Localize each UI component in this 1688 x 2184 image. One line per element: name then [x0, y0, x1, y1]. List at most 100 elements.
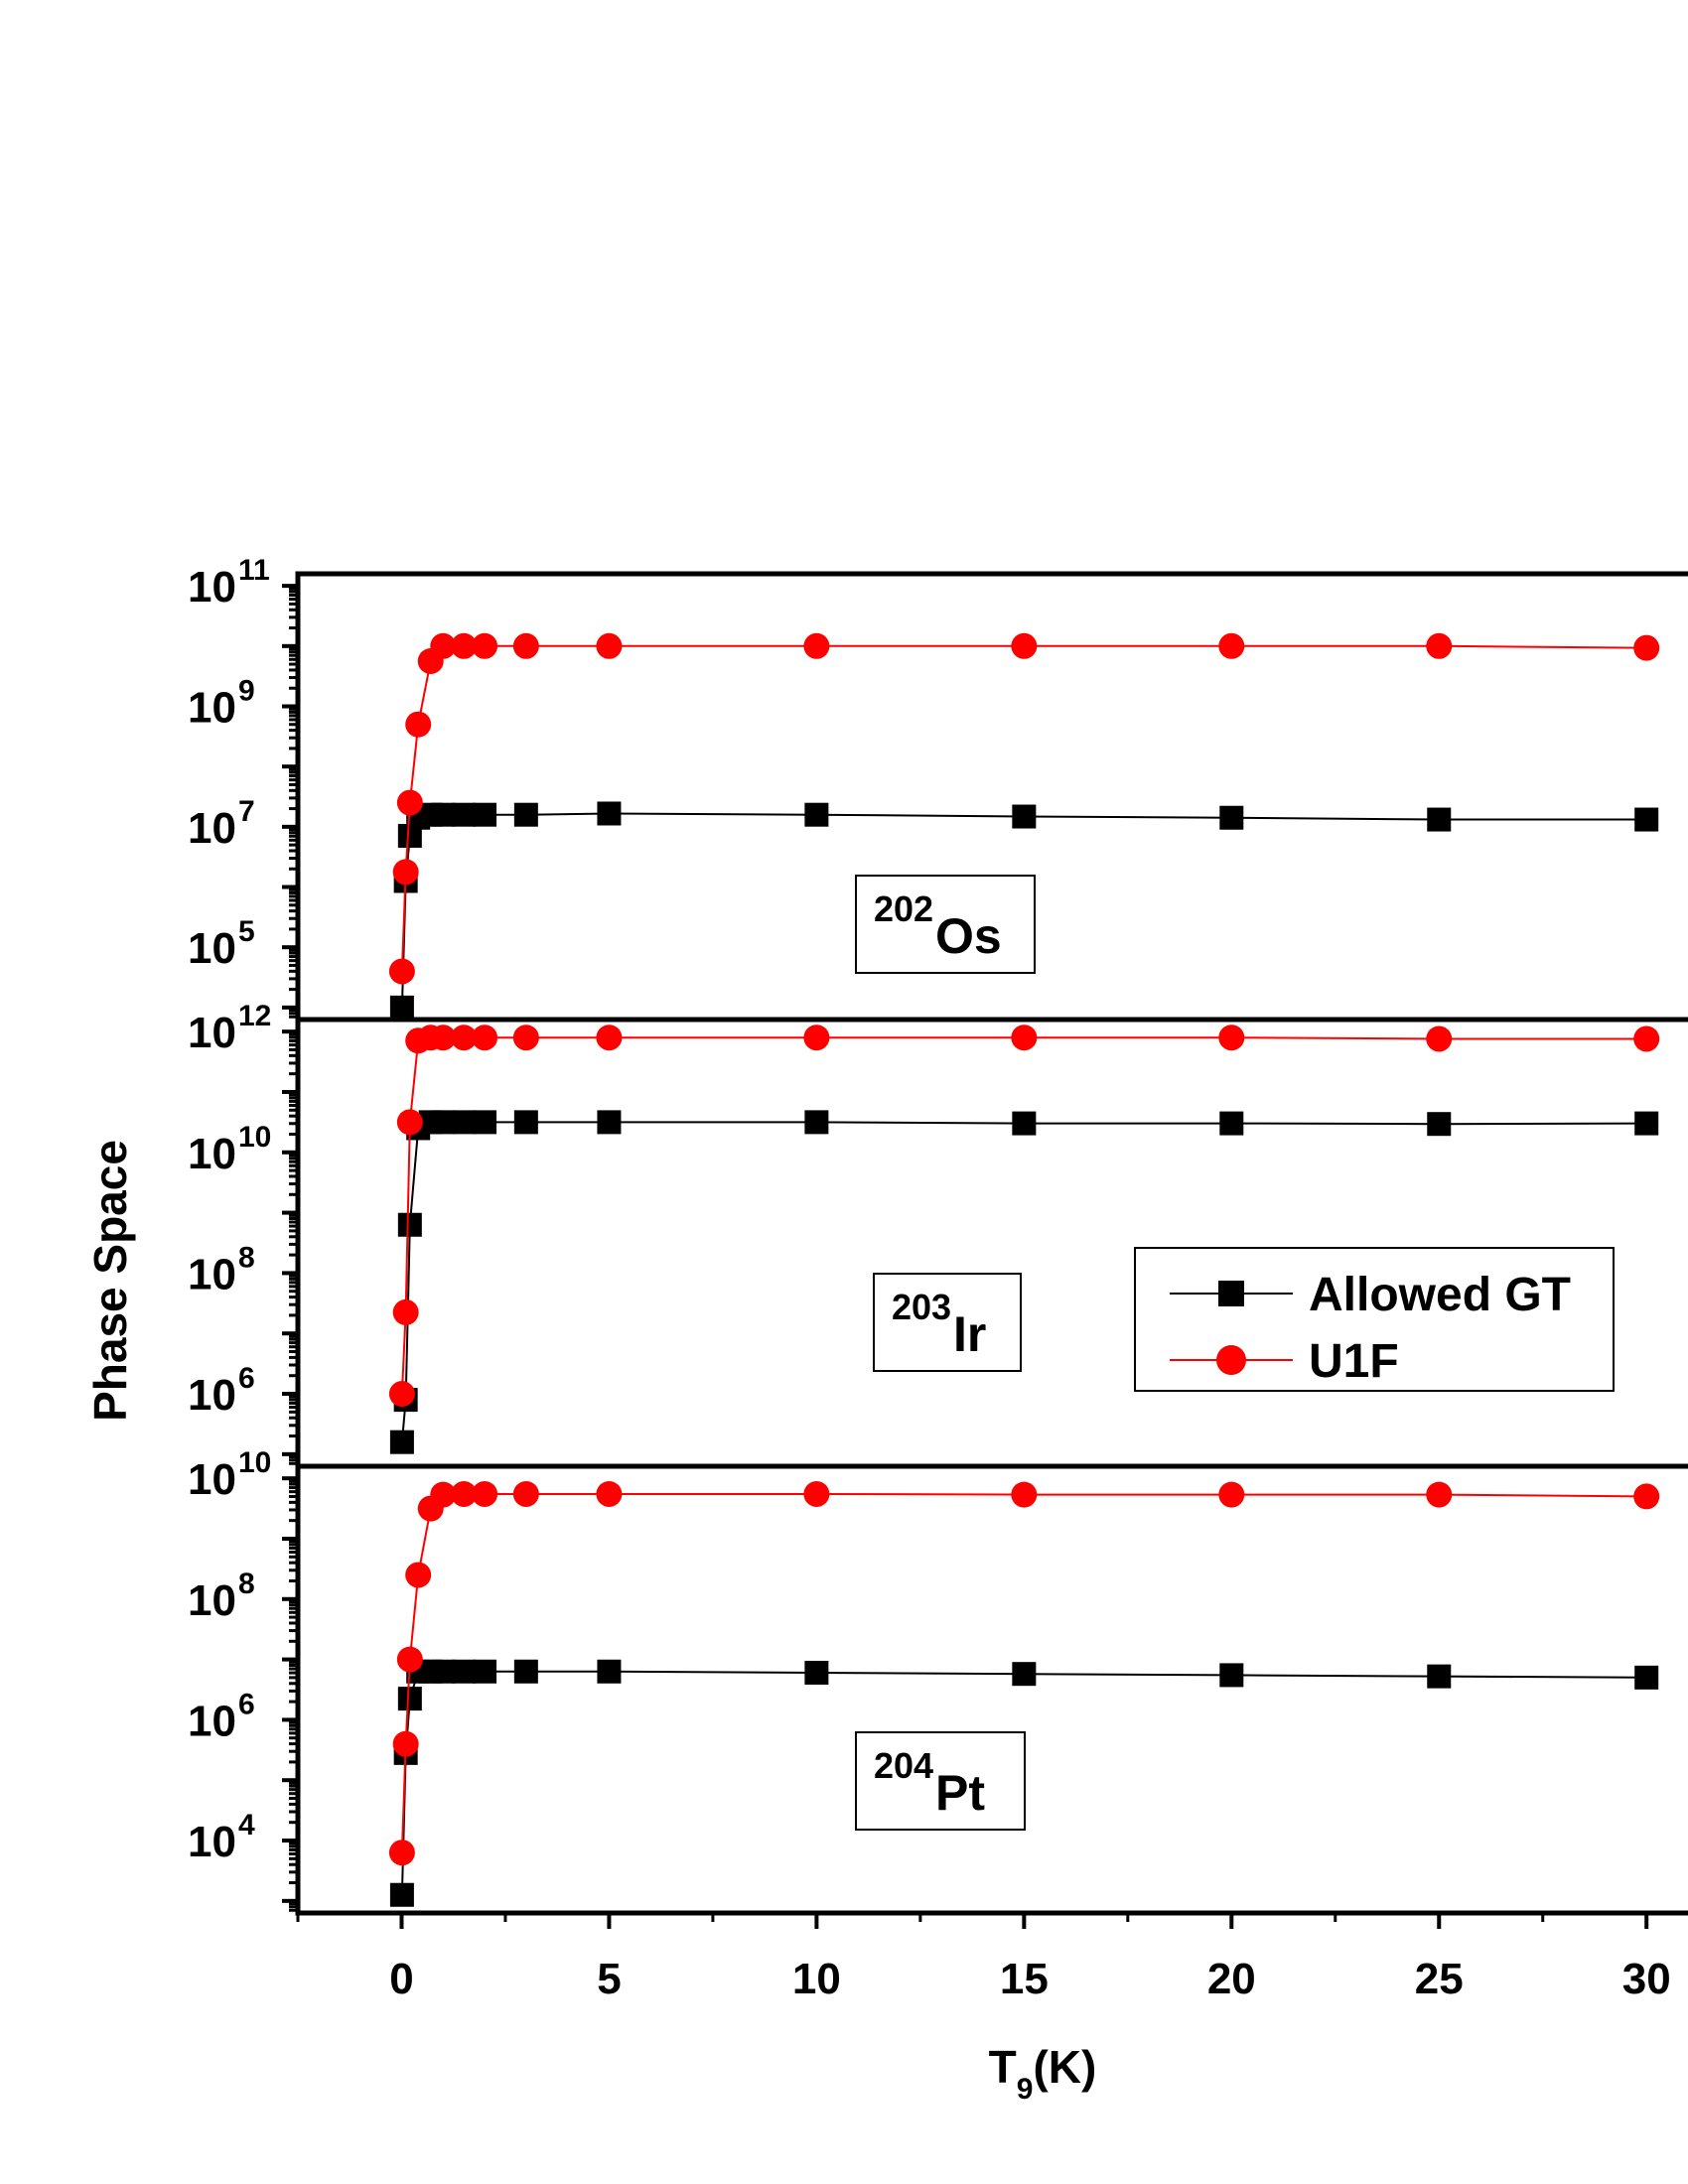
data-point-allowed-gt: [597, 801, 622, 826]
data-point-u1f: [396, 1646, 423, 1673]
data-point-u1f: [472, 632, 498, 659]
y-tick-exponent: 7: [238, 795, 255, 828]
data-point-u1f: [405, 1562, 432, 1588]
data-point-u1f: [472, 1480, 498, 1507]
data-point-u1f: [1218, 632, 1245, 659]
data-point-u1f: [396, 789, 423, 816]
data-point-u1f: [451, 1480, 478, 1507]
data-point-allowed-gt: [513, 1110, 538, 1135]
nucleus-mass-number: 204: [874, 1745, 933, 1786]
data-point-allowed-gt: [431, 802, 456, 827]
panel-frame: [295, 1463, 1688, 1916]
data-point-u1f: [1426, 1481, 1453, 1508]
y-tick-label: 10: [188, 1371, 236, 1420]
x-tick-label: 0: [389, 1955, 413, 2003]
data-point-allowed-gt: [1012, 804, 1037, 829]
y-tick-exponent: 11: [238, 554, 270, 587]
x-axis-label: T9(K): [989, 2041, 1097, 2106]
nucleus-symbol: Os: [935, 908, 1002, 964]
data-point-u1f: [392, 1298, 419, 1325]
x-tick-label: 25: [1415, 1955, 1464, 2003]
data-point-u1f: [1218, 1481, 1245, 1508]
data-point-u1f: [1426, 1025, 1453, 1052]
data-point-u1f: [512, 1024, 539, 1051]
data-point-allowed-gt: [397, 1687, 422, 1711]
data-point-allowed-gt: [1219, 805, 1244, 830]
data-point-allowed-gt: [431, 1110, 456, 1135]
data-point-u1f: [596, 1480, 623, 1507]
data-point-u1f: [1011, 1481, 1038, 1508]
data-point-allowed-gt: [389, 1882, 414, 1907]
legend-label-allowed-gt: Allowed GT: [1309, 1269, 1571, 1321]
y-tick-exponent: 10: [238, 1446, 271, 1479]
data-point-u1f: [388, 958, 415, 985]
data-point-u1f: [803, 1480, 830, 1507]
x-tick-label: 5: [597, 1955, 621, 2003]
nucleus-label-box: [873, 1273, 1022, 1372]
y-tick-exponent: 5: [238, 915, 255, 948]
data-point-allowed-gt: [473, 1659, 497, 1684]
data-point-u1f: [803, 1024, 830, 1051]
data-point-allowed-gt: [389, 995, 414, 1020]
y-tick-label: 10: [188, 924, 236, 973]
data-point-allowed-gt: [1634, 1111, 1659, 1136]
data-point-u1f: [451, 1024, 478, 1051]
data-point-allowed-gt: [397, 1212, 422, 1237]
data-point-u1f: [392, 859, 419, 886]
data-point-u1f: [1633, 634, 1660, 661]
data-point-u1f: [512, 632, 539, 659]
data-point-allowed-gt: [513, 802, 538, 827]
data-point-u1f: [1011, 1024, 1038, 1051]
data-point-allowed-gt: [1427, 807, 1452, 832]
data-point-u1f: [596, 1024, 623, 1051]
data-point-allowed-gt: [1634, 1665, 1659, 1690]
data-point-allowed-gt: [1427, 1664, 1452, 1689]
data-point-allowed-gt: [1219, 1663, 1244, 1688]
y-tick-exponent: 6: [238, 1688, 255, 1720]
data-point-allowed-gt: [473, 802, 497, 827]
y-tick-exponent: 6: [238, 1362, 255, 1395]
y-tick-label: 10: [188, 1250, 236, 1298]
panel-frame: [295, 1017, 1688, 1469]
data-point-allowed-gt: [389, 1430, 414, 1454]
y-tick-label: 10: [188, 1697, 236, 1745]
data-point-u1f: [388, 1381, 415, 1408]
y-tick-exponent: 8: [238, 1568, 255, 1600]
nucleus-mass-number: 203: [892, 1287, 951, 1327]
x-tick-label: 15: [1000, 1955, 1049, 2003]
data-point-allowed-gt: [1012, 1662, 1037, 1687]
legend: Allowed GT U1F: [1134, 1247, 1615, 1392]
y-tick-exponent: 4: [238, 1809, 255, 1842]
legend-marker-allowed-gt: [1218, 1281, 1244, 1306]
legend-label-u1f: U1F: [1309, 1335, 1399, 1388]
y-axis-label: Phase Space: [84, 1140, 136, 1422]
data-point-u1f: [430, 632, 457, 659]
nucleus-symbol: Ir: [953, 1306, 986, 1362]
data-point-allowed-gt: [513, 1659, 538, 1684]
data-point-allowed-gt: [597, 1659, 622, 1684]
data-point-u1f: [396, 1109, 423, 1136]
legend-marker-u1f: [1216, 1345, 1246, 1375]
data-point-u1f: [472, 1024, 498, 1051]
data-point-allowed-gt: [452, 802, 477, 827]
data-point-u1f: [1633, 1025, 1660, 1052]
data-point-allowed-gt: [1427, 1112, 1452, 1137]
data-point-u1f: [430, 1024, 457, 1051]
nucleus-label-box: [855, 875, 1036, 974]
y-tick-label: 10: [188, 804, 236, 853]
y-tick-label: 10: [188, 1009, 236, 1057]
data-point-allowed-gt: [804, 1110, 829, 1135]
data-point-u1f: [512, 1480, 539, 1507]
data-point-u1f: [392, 1730, 419, 1757]
x-tick-label: 30: [1622, 1955, 1671, 2003]
data-point-allowed-gt: [452, 1659, 477, 1684]
data-point-allowed-gt: [473, 1110, 497, 1135]
data-point-u1f: [1011, 632, 1038, 659]
data-point-u1f: [388, 1840, 415, 1866]
nucleus-symbol: Pt: [935, 1765, 985, 1821]
y-tick-label: 10: [188, 563, 236, 612]
